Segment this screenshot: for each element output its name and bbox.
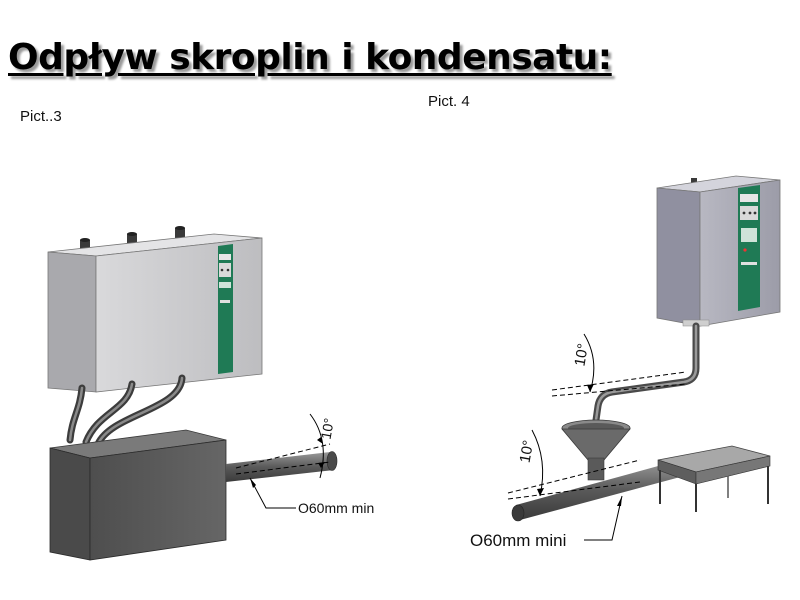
main-drain-pipe [511,460,684,522]
figure-pict-3: 10° O60mm min [47,226,374,561]
figure-label-pict-3: Pict..3 [20,108,62,125]
drain-tray [657,445,771,512]
outlet-pipe [226,451,338,482]
upper-slope-angle-annotation: 10° [551,333,687,397]
drain-funnel [561,419,631,481]
angle-label: 10° [318,417,337,441]
control-panel [738,185,760,311]
control-panel [218,244,233,374]
condensate-tank [49,429,227,561]
steam-unit-housing [656,175,781,327]
drain-hoses [66,374,186,448]
diameter-leader: O60mm mini [470,495,623,550]
pipe-diameter-label: O60mm mini [470,531,566,550]
steam-unit-housing [47,233,263,393]
lower-angle-label: 10° [517,439,538,464]
figure-pict-4: 10° 10° O60mm mini [470,175,781,550]
upper-angle-label: 10° [571,342,592,367]
diameter-leader: O60mm min [249,477,374,516]
lower-slope-angle-annotation: 10° [507,429,641,500]
figure-label-pict-4: Pict. 4 [428,93,470,110]
pipe-diameter-label: O60mm min [298,500,374,516]
slope-angle-annotation: 10° [235,413,337,479]
page-title: Odpływ skroplin i kondensatu: [8,37,612,78]
